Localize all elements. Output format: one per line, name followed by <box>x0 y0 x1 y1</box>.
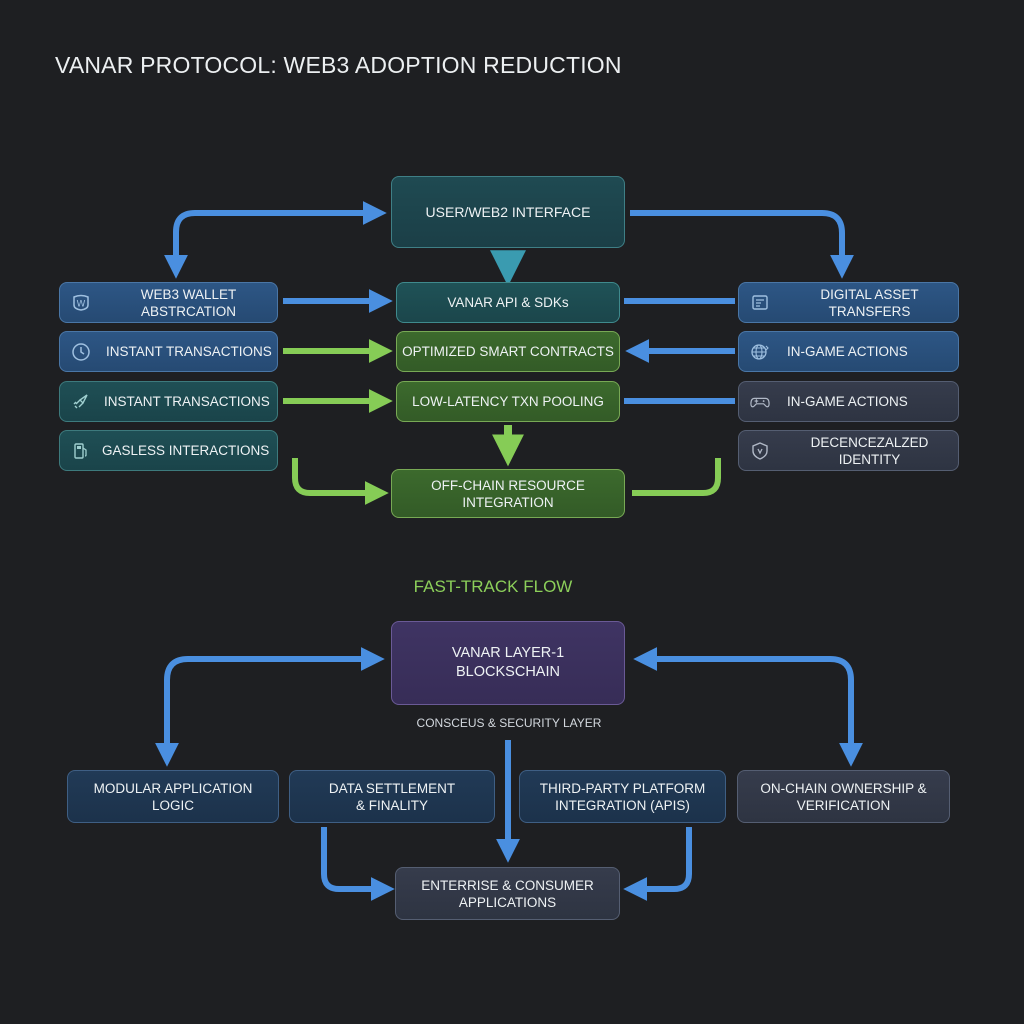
globe-sync-icon <box>750 342 770 362</box>
wallet-w-icon: W <box>71 293 91 313</box>
node-label-line2: & FINALITY <box>355 797 428 813</box>
consensus-security-layer-label: CONSCEUS & SECURITY LAYER <box>416 716 602 730</box>
item-label: INSTANT TRANSACTIONS <box>104 394 270 409</box>
rocket-icon <box>71 392 91 412</box>
node-label-line2: VERIFICATION <box>796 797 891 813</box>
arrow-thirdparty-to-apps <box>623 827 692 901</box>
node-label-line1: DATA SETTLEMENT <box>328 780 456 796</box>
item-label: INSTANT TRANSACTIONS <box>106 344 272 359</box>
off-chain-resource-integration-node: OFF-CHAIN RESOURCE INTEGRATION <box>391 469 625 518</box>
node-label: LOW-LATENCY TXN POOLING <box>412 394 604 409</box>
fuel-pump-icon <box>71 441 91 461</box>
node-label-line2: BLOCKSCHAIN <box>456 664 560 680</box>
right-item-in-game-actions: IN-GAME ACTIONS <box>738 331 959 372</box>
item-label: IN-GAME ACTIONS <box>787 394 908 409</box>
node-label-line1: MODULAR APPLICATION <box>93 780 253 796</box>
right-item-digital-asset-transfers: DIGITAL ASSET TRANSFERS <box>738 282 959 323</box>
left-item-instant-transactions-2: INSTANT TRANSACTIONS <box>59 381 278 422</box>
enterprise-consumer-applications-node: ENTERRISE & CONSUMER APPLICATIONS <box>395 867 620 920</box>
node-label: USER/WEB2 INTERFACE <box>425 203 591 220</box>
vanar-api-sdks-node: VANAR API & SDKs <box>396 282 620 323</box>
modular-application-logic-node: MODULAR APPLICATION LOGIC <box>67 770 279 823</box>
right-item-in-game-actions-2: IN-GAME ACTIONS <box>738 381 959 422</box>
node-label-line2: LOGIC <box>151 797 194 813</box>
diagram-title: VANAR PROTOCOL: WEB3 ADOPTION REDUCTION <box>55 52 622 78</box>
arrow-wallet-to-interface <box>173 201 387 266</box>
item-label: WEB3 WALLET ABSTRCATION <box>140 286 237 319</box>
data-settlement-finality-node: DATA SETTLEMENT & FINALITY <box>289 770 495 823</box>
node-label-line1: ENTERRISE & CONSUMER <box>421 877 594 893</box>
left-item-instant-transactions: INSTANT TRANSACTIONS <box>59 331 278 372</box>
document-transfer-icon <box>750 293 770 313</box>
item-label: IN-GAME ACTIONS <box>787 344 908 359</box>
item-label: DIGITAL ASSET TRANSFERS <box>820 286 919 319</box>
node-label-line1: ON-CHAIN OWNERSHIP & <box>760 780 927 796</box>
arrow-ownership-to-blockchain <box>633 647 854 754</box>
user-web2-interface-node: USER/WEB2 INTERFACE <box>391 176 625 248</box>
fast-track-flow-label: FAST-TRACK FLOW <box>413 577 573 596</box>
third-party-platform-integration-node: THIRD-PARTY PLATFORM INTEGRATION (APIS) <box>519 770 726 823</box>
item-label: DECENCEZALZED IDENTITY <box>810 434 929 467</box>
svg-text:W: W <box>77 299 86 309</box>
node-label-line1: THIRD-PARTY PLATFORM <box>539 780 706 796</box>
item-label: GASLESS INTERACTIONS <box>102 443 270 458</box>
node-label: OFF-CHAIN RESOURCE INTEGRATION <box>431 477 585 510</box>
arrow-gasless-to-offchain <box>292 458 389 505</box>
node-label-line1: VANAR LAYER-1 <box>451 645 565 661</box>
left-item-wallet-abstraction: W WEB3 WALLET ABSTRCATION <box>59 282 278 323</box>
arrow-modular-to-blockchain <box>164 647 385 754</box>
shield-icon <box>750 441 770 461</box>
vanar-layer1-blockchain-node: VANAR LAYER-1 BLOCKSCHAIN <box>391 621 625 705</box>
clock-icon <box>71 342 91 362</box>
on-chain-ownership-verification-node: ON-CHAIN OWNERSHIP & VERIFICATION <box>737 770 950 823</box>
node-label: OPTIMIZED SMART CONTRACTS <box>402 344 614 359</box>
arrow-settlement-to-apps <box>321 827 395 901</box>
optimized-smart-contracts-node: OPTIMIZED SMART CONTRACTS <box>396 331 620 372</box>
node-label: VANAR API & SDKs <box>447 295 569 310</box>
right-item-decentralized-identity: DECENCEZALZED IDENTITY <box>738 430 959 471</box>
left-item-gasless-interactions: GASLESS INTERACTIONS <box>59 430 278 471</box>
node-label-line2: APPLICATIONS <box>458 894 557 910</box>
connector-offchain-to-identity <box>632 458 721 496</box>
arrow-interface-to-assets <box>630 210 854 279</box>
gamepad-icon <box>750 392 770 412</box>
node-label-line2: INTEGRATION (APIS) <box>555 797 690 813</box>
low-latency-txn-pooling-node: LOW-LATENCY TXN POOLING <box>396 381 620 422</box>
